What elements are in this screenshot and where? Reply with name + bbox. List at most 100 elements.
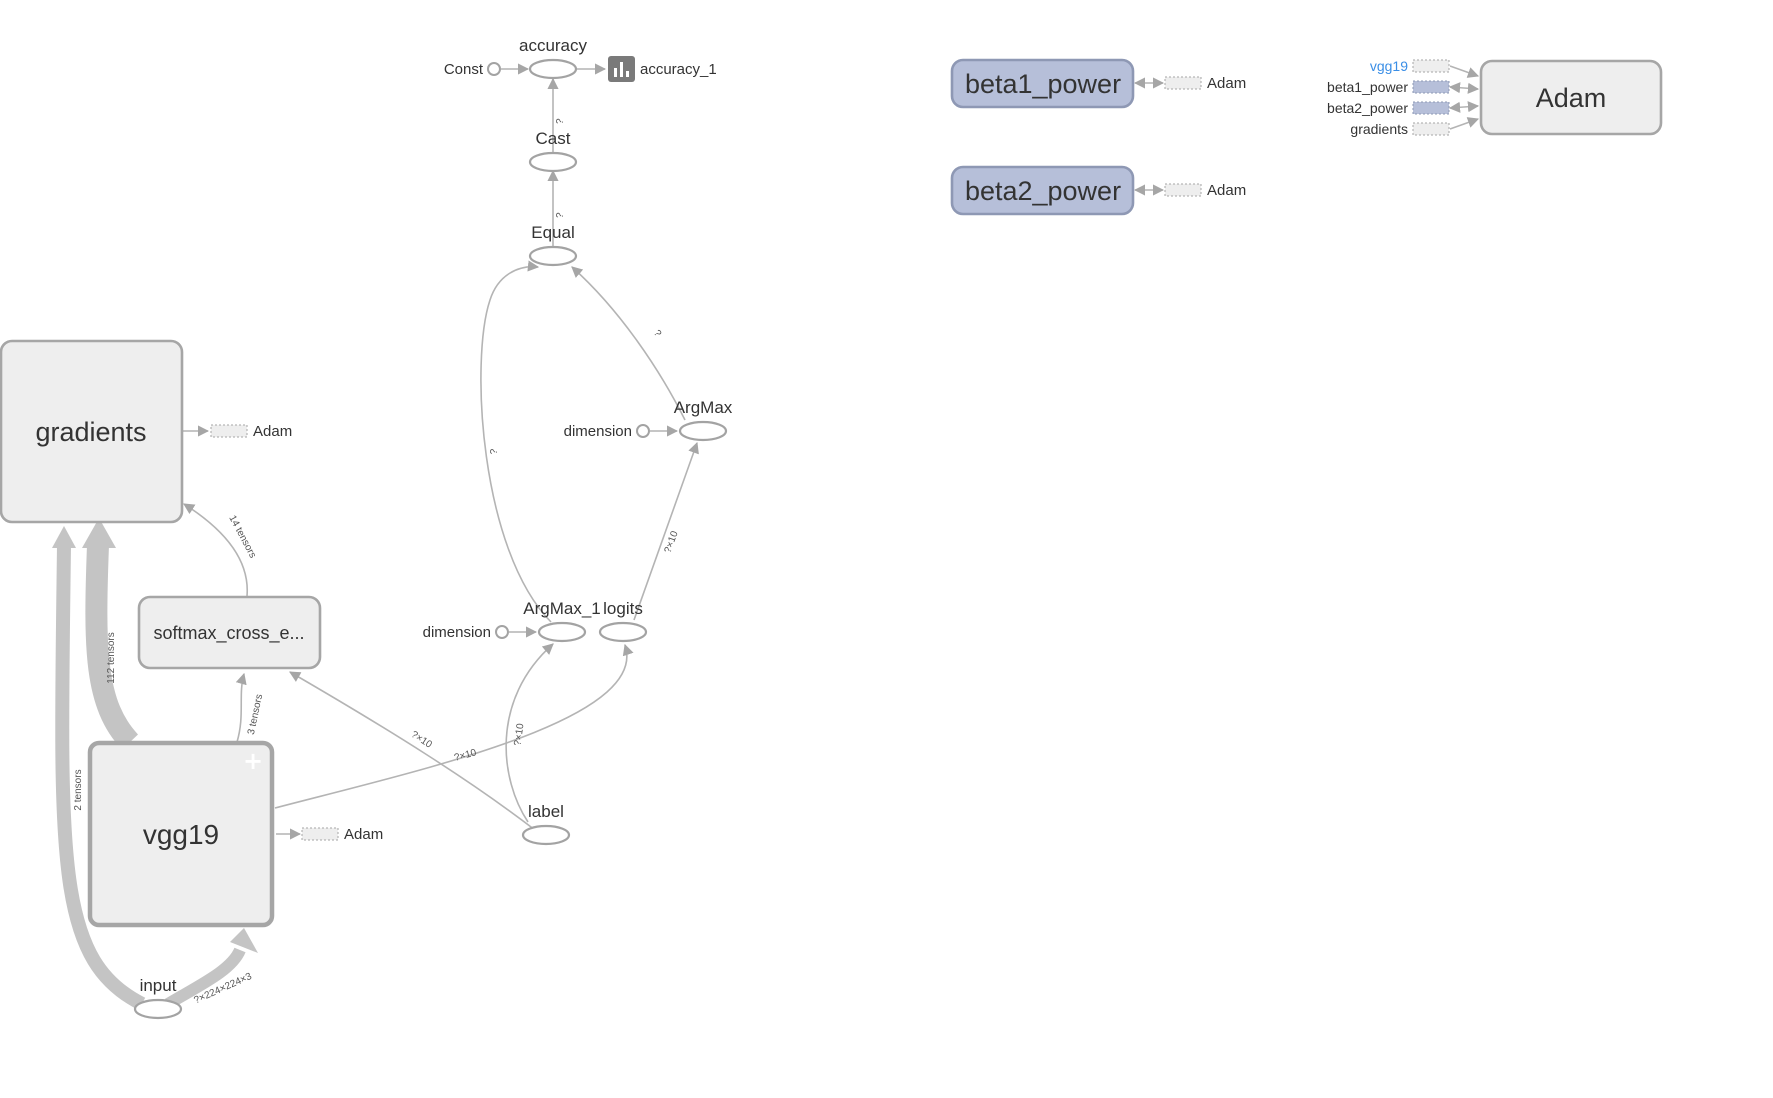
bar-chart-bar-1	[614, 68, 617, 77]
label-ellipse	[521, 824, 571, 846]
node-softmax-cross-entropy[interactable]: softmax_cross_e...	[137, 595, 322, 670]
node-argmax-dimension[interactable]: dimension	[564, 423, 650, 440]
adam-input-label: beta1_power	[1327, 79, 1408, 95]
edge-input-to-vgg19[interactable]	[164, 947, 246, 1010]
adam-input-label: beta2_power	[1327, 100, 1408, 116]
accuracy-1-label: accuracy_1	[640, 61, 717, 78]
aux-ref-label: Adam	[1207, 75, 1246, 92]
edge-logits-to-argmax[interactable]	[633, 441, 699, 621]
node-accuracy[interactable]: accuracy	[519, 36, 588, 80]
node-argmax-1-dimension[interactable]: dimension	[423, 624, 509, 641]
edge-argmax-1-to-equal[interactable]	[480, 260, 552, 623]
gradients-label: gradients	[35, 417, 146, 447]
node-equal[interactable]: Equal	[528, 223, 578, 267]
aux-ref-gradients-adam[interactable]: Adam	[210, 423, 292, 440]
edge-adam-in-beta2[interactable]	[1448, 101, 1480, 113]
logits-ellipse	[598, 621, 648, 643]
equal-label: Equal	[531, 223, 574, 242]
adam-input-box	[1412, 101, 1450, 115]
beta2-power-box	[950, 165, 1135, 216]
node-gradients[interactable]: gradients	[0, 339, 184, 524]
aux-ref-box	[1164, 76, 1202, 90]
aux-ref-box	[301, 827, 339, 841]
argmax-1-dimension-label: dimension	[423, 624, 491, 641]
node-input[interactable]: input	[133, 976, 183, 1020]
aux-ref-beta2-adam[interactable]: Adam	[1164, 182, 1246, 199]
adam-input-box	[1412, 122, 1450, 136]
beta2-power-label: beta2_power	[965, 176, 1121, 206]
adam-input-gradients[interactable]: gradients	[1350, 121, 1450, 137]
cast-ellipse	[528, 151, 578, 173]
aux-ref-vgg19-adam[interactable]: Adam	[301, 826, 383, 843]
logits-label: logits	[603, 599, 643, 618]
aux-ref-beta1-adam[interactable]: Adam	[1164, 75, 1246, 92]
edge-label-to-argmax-1[interactable]	[505, 643, 554, 823]
edge-adam-in-vgg19[interactable]	[1449, 65, 1480, 78]
aux-ref-box	[1164, 183, 1202, 197]
edge-label-label-to-argmax-1: ?×10	[513, 722, 527, 746]
edge-vgg19-to-softmax[interactable]	[235, 672, 247, 743]
argmax-dimension-circle	[636, 424, 650, 438]
adam-box	[1479, 59, 1663, 136]
adam-input-beta2-power[interactable]: beta2_power	[1327, 100, 1450, 116]
edge-input-to-vgg19-head	[230, 928, 258, 953]
expand-icon[interactable]: +	[243, 747, 263, 775]
argmax-label: ArgMax	[674, 398, 733, 417]
argmax-ellipse	[678, 420, 728, 442]
edge-label-to-softmax[interactable]	[289, 671, 536, 831]
edge-vgg19-to-gradients-head	[82, 518, 116, 548]
aux-ref-box	[210, 424, 248, 438]
node-argmax-1[interactable]: ArgMax_1	[523, 599, 601, 643]
input-label: input	[140, 976, 177, 995]
const-label: Const	[444, 61, 484, 78]
cast-label: Cast	[536, 129, 571, 148]
node-label[interactable]: label	[521, 802, 571, 846]
node-accuracy-const[interactable]: Const	[444, 61, 501, 78]
argmax-1-dimension-circle	[495, 625, 509, 639]
accuracy-ellipse	[528, 58, 578, 80]
edge-label-softmax-to-gradients: 14 tensors	[226, 514, 258, 560]
edge-argmax-to-equal[interactable]	[571, 266, 686, 421]
edge-label-argmax-1-to-equal: ?	[489, 448, 500, 455]
edge-adam-in-gradients[interactable]	[1449, 117, 1480, 130]
node-accuracy-1[interactable]: accuracy_1	[608, 56, 717, 82]
label-label: label	[528, 802, 564, 821]
node-adam[interactable]: Adam	[1479, 59, 1663, 136]
edge-softmax-to-gradients[interactable]	[183, 503, 248, 597]
edge-vgg19-to-gradients[interactable]	[85, 544, 139, 750]
edge-label-vgg19-to-softmax: 3 tensors	[246, 693, 265, 736]
equal-ellipse	[528, 245, 578, 267]
node-beta1-power[interactable]: beta1_power	[950, 58, 1135, 109]
edge-label-input-to-gradients: 2 tensors	[73, 769, 84, 810]
softmax-box	[137, 595, 322, 670]
input-ellipse	[133, 998, 183, 1020]
node-logits[interactable]: logits	[598, 599, 648, 643]
edge-label-argmax-to-equal: ?	[651, 328, 663, 339]
adam-label: Adam	[1536, 83, 1607, 113]
edge-input-to-gradients[interactable]	[55, 544, 146, 1011]
edge-vgg19-to-logits[interactable]	[274, 643, 634, 809]
adam-input-label: vgg19	[1370, 58, 1408, 74]
const-circle	[487, 62, 501, 76]
adam-input-beta1-power[interactable]: beta1_power	[1327, 79, 1450, 95]
edge-label-equal-to-cast: ?	[555, 211, 567, 219]
edge-label-vgg19-to-logits: ?×10	[453, 747, 478, 764]
node-vgg19[interactable]: vgg19 +	[87, 740, 275, 928]
gradients-box	[0, 339, 184, 524]
aux-ref-label: Adam	[1207, 182, 1246, 199]
beta1-power-label: beta1_power	[965, 69, 1121, 99]
argmax-1-ellipse	[537, 621, 587, 643]
adam-input-vgg19[interactable]: vgg19	[1370, 58, 1450, 74]
node-argmax[interactable]: ArgMax	[674, 398, 733, 442]
argmax-1-label: ArgMax_1	[523, 599, 600, 618]
vgg19-box	[87, 740, 275, 928]
bar-chart-bar-3	[626, 71, 629, 77]
edge-input-to-gradients-head	[52, 526, 76, 548]
vgg19-label: vgg19	[143, 819, 219, 850]
edge-adam-in-beta1[interactable]	[1448, 82, 1480, 94]
adam-input-box	[1412, 80, 1450, 94]
aux-ref-label: Adam	[344, 826, 383, 843]
node-beta2-power[interactable]: beta2_power	[950, 165, 1135, 216]
node-cast[interactable]: Cast	[528, 129, 578, 173]
